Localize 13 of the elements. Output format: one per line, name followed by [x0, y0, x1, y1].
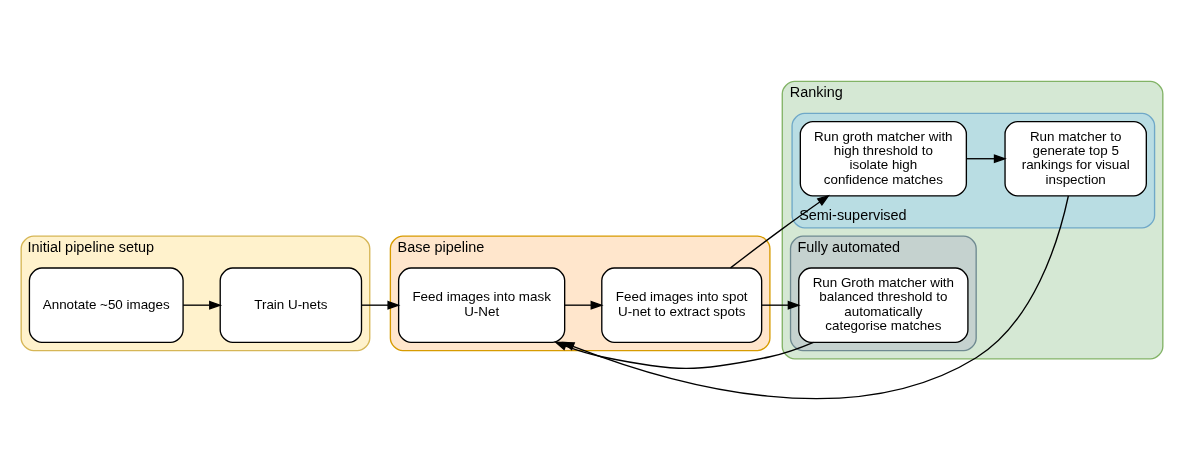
arrow — [182, 300, 223, 310]
node-box: Run Groth matcher with balanced threshold to automatically categorise matches — [798, 266, 969, 343]
node-box: Feed images into spot U-net to extract spots — [601, 266, 763, 343]
arrow — [761, 300, 801, 310]
node-box: Train U-nets — [219, 266, 363, 343]
node-box: Run groth matcher with high threshold to isolate high confidence matches — [799, 120, 968, 196]
node-box: Annotate ~50 images — [28, 266, 184, 343]
arrow — [360, 300, 401, 310]
arrow — [965, 153, 1007, 163]
node-box: Feed images into mask U-Net — [397, 266, 566, 343]
arrow — [564, 300, 604, 310]
node-box: Run matcher to generate top 5 rankings for visual inspection — [1004, 120, 1147, 196]
arrow — [729, 194, 830, 269]
